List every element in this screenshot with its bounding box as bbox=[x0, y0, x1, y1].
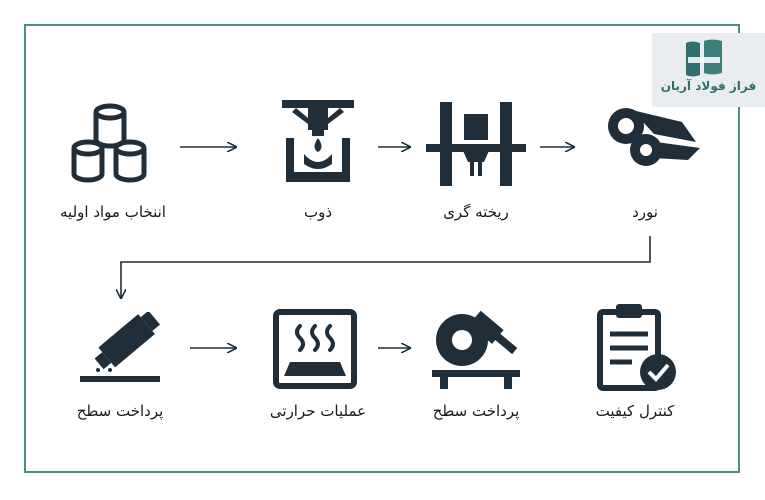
quality-control-icon bbox=[596, 302, 680, 394]
arrow-4-5 bbox=[121, 236, 651, 298]
melting-icon bbox=[278, 98, 358, 190]
diagram-frame bbox=[24, 24, 740, 473]
raw-materials-icon bbox=[68, 100, 152, 184]
step-label-rolling: نورد bbox=[632, 203, 658, 221]
step-label-surface-cutting: پرداخت سطح bbox=[432, 402, 520, 420]
brand-name: فراز فولاد آریان bbox=[660, 79, 757, 93]
casting-icon bbox=[426, 100, 526, 188]
step-label-heat-treatment: عملیات حرارتی bbox=[269, 402, 367, 420]
surface-cutting-icon bbox=[430, 306, 522, 390]
rolling-icon bbox=[602, 102, 702, 182]
step-label-melting: ذوب bbox=[303, 203, 333, 221]
step-label-surface-grinding: پرداخت سطح bbox=[76, 402, 164, 420]
heat-treatment-icon bbox=[272, 308, 358, 390]
brand-logo: فراز فولاد آریان bbox=[652, 33, 765, 107]
surface-grinding-icon bbox=[78, 312, 164, 390]
step-label-quality-control: کنترل کیفیت bbox=[595, 402, 675, 420]
step-label-casting: ریخته گری bbox=[443, 203, 509, 221]
brand-logo-icon bbox=[686, 39, 722, 77]
step-label-raw-materials: اننخاب مواد اولیه bbox=[60, 203, 166, 221]
